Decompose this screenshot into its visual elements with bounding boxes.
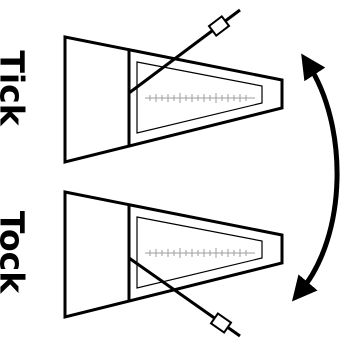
curved-double-arrow-icon	[300, 64, 337, 292]
metronome-tick	[65, 10, 282, 162]
metronome-tock	[65, 192, 282, 336]
tick-label: Tick	[0, 50, 32, 126]
tock-label: Tock	[0, 211, 32, 294]
